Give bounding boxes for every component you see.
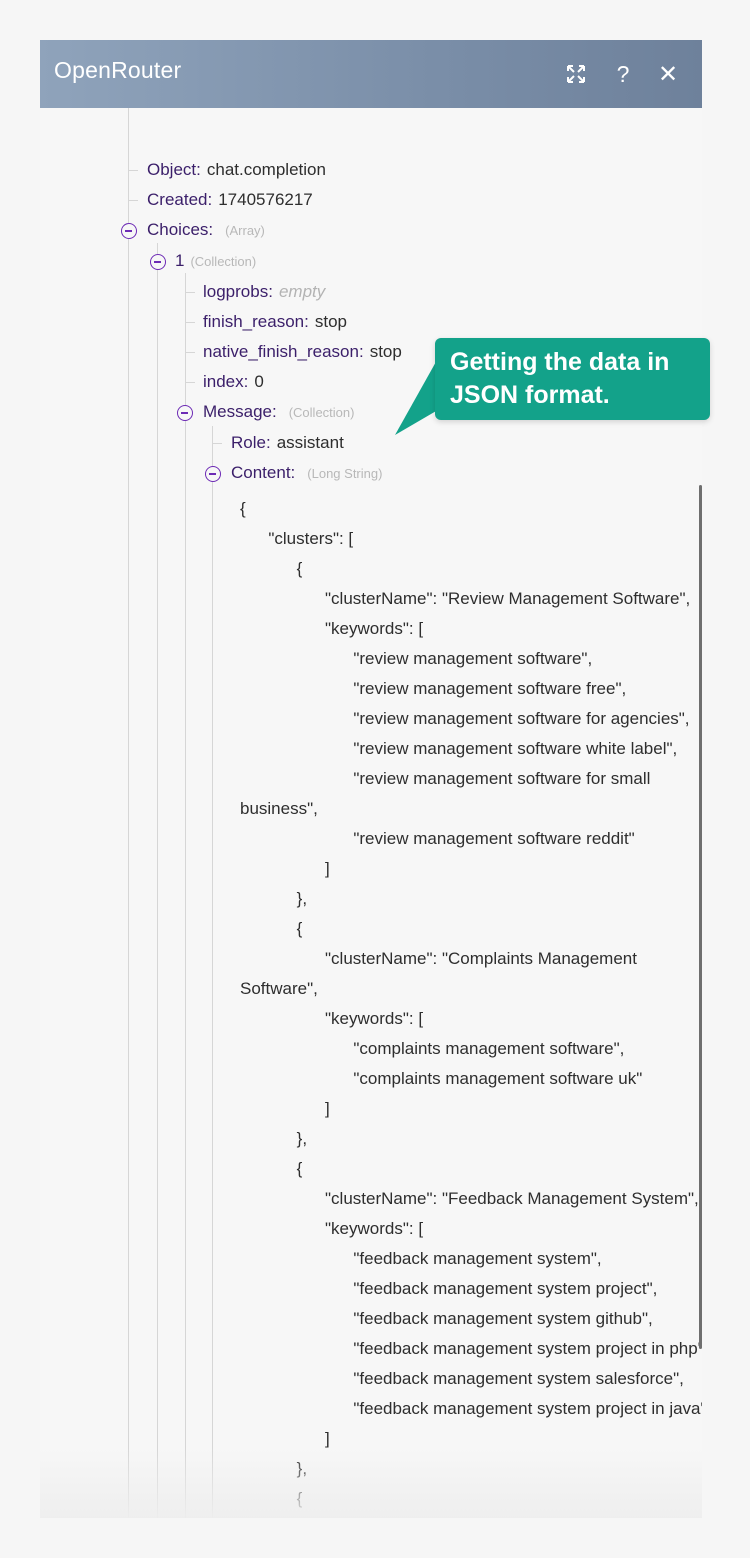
content-json-line: Software", [240,979,318,998]
content-json-line: business", [240,799,318,818]
content-json-line: { [240,919,303,938]
output-panel: OpenRouter ? ✕ Object:chat.completion Cr… [40,40,702,1518]
result-tree: Object:chat.completion Created:174057621… [40,108,702,1518]
content-json-line: "review management software reddit" [240,829,635,848]
content-json-line: "review management software free", [240,679,627,698]
content-json: { "clusters": [ { "clusterName": "Review… [240,494,702,1518]
content-json-line: "review management software for small [240,769,651,788]
tree-row-logprobs: logprobs:empty [203,282,326,301]
content-json-line: "feedback management system github", [240,1309,653,1328]
role-key: Role [231,433,266,452]
tree-row-item-1[interactable]: 1 (Collection) [175,251,256,272]
bottom-fade [40,1448,702,1518]
content-json-line: "feedback management system project in p… [240,1339,702,1358]
tree-row-object: Object:chat.completion [147,160,326,179]
content-json-line: "clusterName": "Review Management Softwa… [240,589,691,608]
content-json-line: { [240,499,246,518]
tree-row-role: Role:assistant [231,433,344,452]
content-json-line: "feedback management system", [240,1249,602,1268]
content-json-line: ] [240,1429,330,1448]
collapse-content-icon[interactable] [205,466,221,482]
content-type: (Long String) [307,466,383,481]
content-json-line: "feedback management system salesforce", [240,1369,684,1388]
collapse-choices-icon[interactable] [121,223,137,239]
object-value: chat.completion [206,160,326,179]
native-finish-reason-key: native_finish_reason [203,342,359,361]
content-json-line: "keywords": [ [240,1219,424,1238]
content-scrollbar[interactable] [699,485,702,1349]
native-finish-reason-value: stop [369,342,402,361]
tree-row-message[interactable]: Message:(Collection) [203,402,355,421]
content-json-line: "clusterName": "Complaints Management [240,949,637,968]
content-json-line: "clusters": [ [240,529,354,548]
content-json-line: "feedback management system project", [240,1279,658,1298]
object-key: Object [147,160,197,179]
role-value: assistant [276,433,344,452]
content-json-line: "review management software", [240,649,593,668]
collapse-item-1-icon[interactable] [150,254,166,270]
choices-type: (Array) [225,223,265,238]
item-1-type: (Collection) [190,254,257,269]
content-json-line: "complaints management software uk" [240,1069,643,1088]
tree-row-choices[interactable]: Choices:(Array) [147,220,265,239]
tree-row-created: Created:1740576217 [147,190,313,209]
message-key: Message [203,402,272,421]
content-json-line: ] [240,1099,330,1118]
tree-row-native-finish-reason: native_finish_reason:stop [203,342,402,361]
content-json-line: "review management software for agencies… [240,709,690,728]
item-1-key: 1 [175,251,185,270]
collapse-message-icon[interactable] [177,405,193,421]
choices-key: Choices [147,220,209,239]
content-key: Content [231,463,291,482]
help-icon[interactable]: ? [616,60,630,87]
panel-header: OpenRouter ? ✕ [40,40,702,108]
finish-reason-key: finish_reason [203,312,305,331]
logprobs-key: logprobs [203,282,269,301]
content-json-lines: { "clusters": [ { "clusterName": "Review… [240,494,702,1518]
annotation-callout: Getting the data in JSON format. [435,338,710,420]
tree-row-index: index:0 [203,372,264,391]
created-value: 1740576217 [218,190,313,209]
content-json-line: ] [240,859,330,878]
tree-row-finish-reason: finish_reason:stop [203,312,347,331]
content-json-line: "complaints management software", [240,1039,625,1058]
message-type: (Collection) [288,405,355,420]
close-icon[interactable]: ✕ [657,60,679,88]
finish-reason-value: stop [314,312,347,331]
tree-row-content[interactable]: Content:(Long String) [231,463,383,482]
logprobs-value: empty [278,282,326,301]
content-json-line: "clusterName": "Feedback Management Syst… [240,1189,699,1208]
content-json-line: "keywords": [ [240,619,424,638]
panel-title: OpenRouter [54,57,182,83]
created-key: Created [147,190,208,209]
index-value: 0 [254,372,264,391]
content-json-line: { [240,559,303,578]
content-json-line: { [240,1159,303,1178]
content-json-line: "keywords": [ [240,1009,424,1028]
callout-text: Getting the data in JSON format. [450,348,670,409]
expand-icon[interactable] [556,54,596,94]
content-json-line: "feedback management system project in j… [240,1399,702,1418]
index-key: index [203,372,244,391]
content-json-line: "review management software white label"… [240,739,678,758]
content-json-line: }, [240,889,308,908]
content-json-line: }, [240,1129,308,1148]
